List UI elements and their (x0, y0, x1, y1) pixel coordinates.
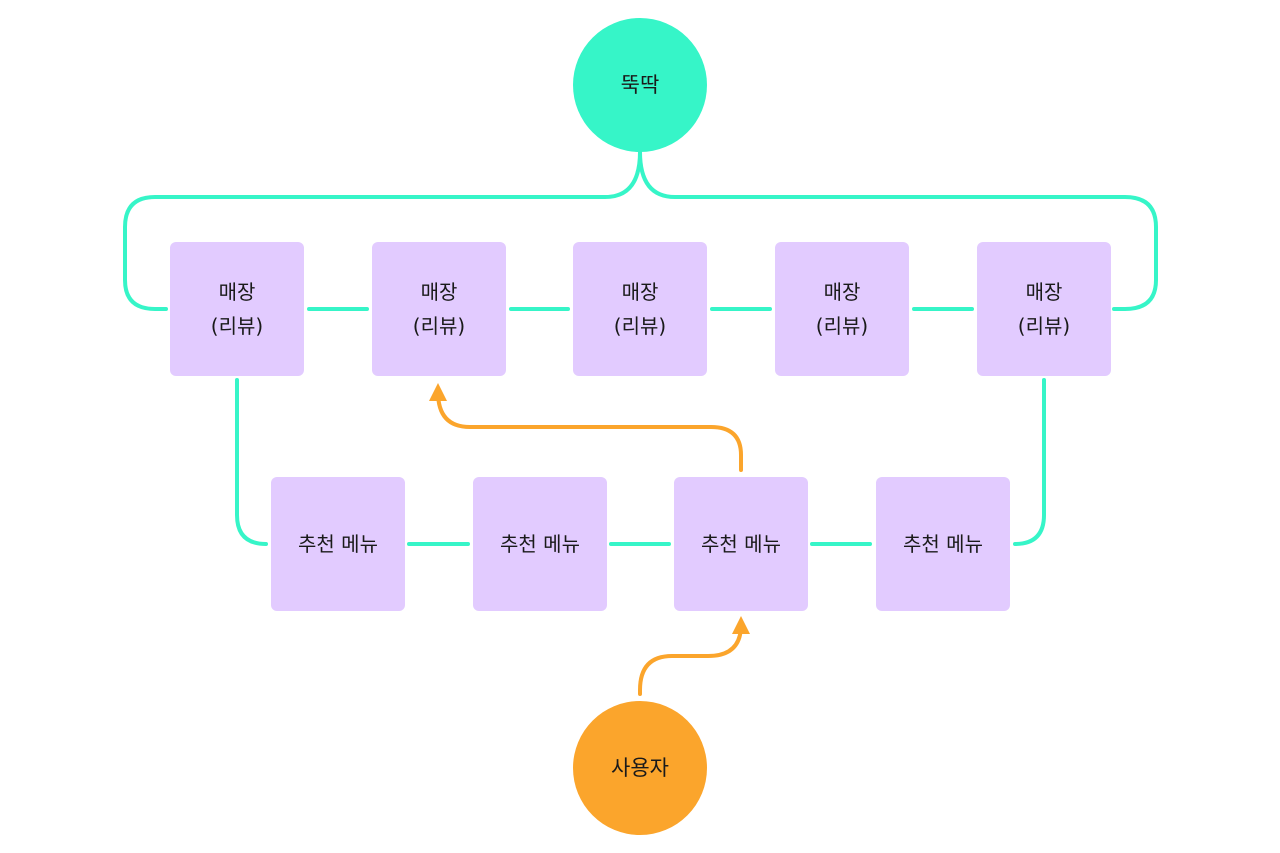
store-box-3 (573, 242, 707, 376)
top-bracket-right (638, 150, 1158, 311)
orange-arrows (429, 383, 750, 696)
menu-box-4 (876, 477, 1010, 611)
menu-box-1 (271, 477, 405, 611)
store-box-4 (775, 242, 909, 376)
arrow-user-to-menu (638, 616, 750, 696)
store-box-2 (372, 242, 506, 376)
left-drop-connector (235, 378, 268, 546)
store-box-5 (977, 242, 1111, 376)
top-bracket-left (123, 150, 642, 311)
menu-box-3 (674, 477, 808, 611)
arrow-menu-to-store (429, 383, 743, 472)
top-circle (573, 18, 707, 152)
menu-row (271, 477, 1010, 611)
store-box-1 (170, 242, 304, 376)
teal-connectors (123, 150, 1158, 546)
right-drop-connector (1013, 378, 1046, 546)
store-row (170, 242, 1111, 376)
menu-box-2 (473, 477, 607, 611)
user-circle (573, 701, 707, 835)
